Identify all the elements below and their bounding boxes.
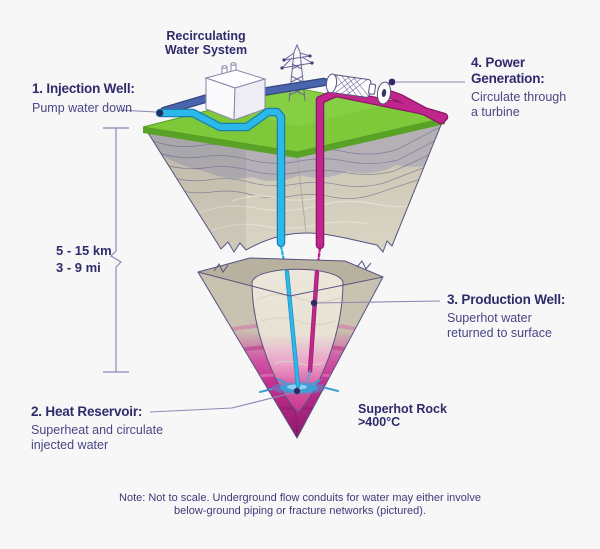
footnote: Note: Not to scale. Underground flow con… [0, 492, 600, 517]
reservoir-body-line1: Superheat and circulate [31, 423, 164, 437]
power-body-line1: Circulate through [471, 90, 567, 104]
water-system-line2: Water System [164, 42, 248, 57]
heat-reservoir-body: Superheat and circulate injected water [31, 423, 163, 453]
superhot-rock-line2: >400°C [358, 415, 401, 429]
callout-line-reservoir [149, 391, 297, 413]
injection-pipe [155, 107, 286, 248]
callout-dot-injection [156, 109, 164, 117]
footnote-line1: Note: Not to scale. Underground flow con… [119, 492, 481, 504]
production-body-line1: Superhot water [447, 311, 532, 325]
superhot-rock-line1: Superhot Rock [358, 402, 447, 416]
callout-dot-reservoir [293, 387, 301, 395]
lower-pyramid [197, 257, 384, 440]
injection-well-title: 1. Injection Well: [32, 81, 135, 96]
pyramid-interior [251, 268, 344, 414]
heat-reservoir-splat [259, 378, 339, 395]
power-generation-body: Circulate through a turbine [471, 90, 566, 119]
production-pipe [315, 88, 449, 250]
depth-km: 5 - 15 km [56, 243, 112, 258]
transmission-tower-icon [280, 43, 314, 102]
superhot-rock-label: Superhot Rock >400°C [358, 403, 447, 429]
water-system-label: Recirculating Water System [131, 29, 281, 57]
depth-scale [103, 127, 129, 373]
production-body-line2: returned to surface [447, 325, 552, 340]
injection-well-body: Pump water down [32, 101, 133, 115]
upper-crust-block [143, 119, 444, 253]
water-system-line1: Recirculating [166, 29, 246, 43]
heat-reservoir-title: 2. Heat Reservoir: [31, 404, 143, 419]
callout-dots [156, 78, 396, 395]
turbine-icon [325, 73, 377, 98]
production-well-body: Superhot water returned to surface [447, 311, 552, 340]
callout-lines [118, 81, 465, 413]
depth-scale-label: 5 - 15 km 3 - 9 mi [56, 243, 112, 276]
callout-dot-production [310, 299, 318, 307]
callout-dot-power [388, 78, 396, 86]
footnote-line2: below-ground piping or fracture networks… [174, 504, 426, 517]
reservoir-body-line2: injected water [31, 438, 109, 452]
depth-mi: 3 - 9 mi [56, 259, 101, 275]
power-body-line2: a turbine [471, 104, 520, 119]
callout-line-production [316, 300, 441, 304]
callout-line-injection [118, 109, 157, 113]
power-title-line2: Generation: [471, 70, 545, 86]
water-system-building-icon [204, 62, 267, 121]
production-well-title: 3. Production Well: [447, 292, 566, 307]
power-generation-title: 4. Power Generation: [471, 55, 545, 86]
power-title-line1: 4. Power [471, 55, 525, 70]
pyramid-well-pipes [284, 269, 320, 389]
generator-disc-icon [376, 81, 392, 105]
